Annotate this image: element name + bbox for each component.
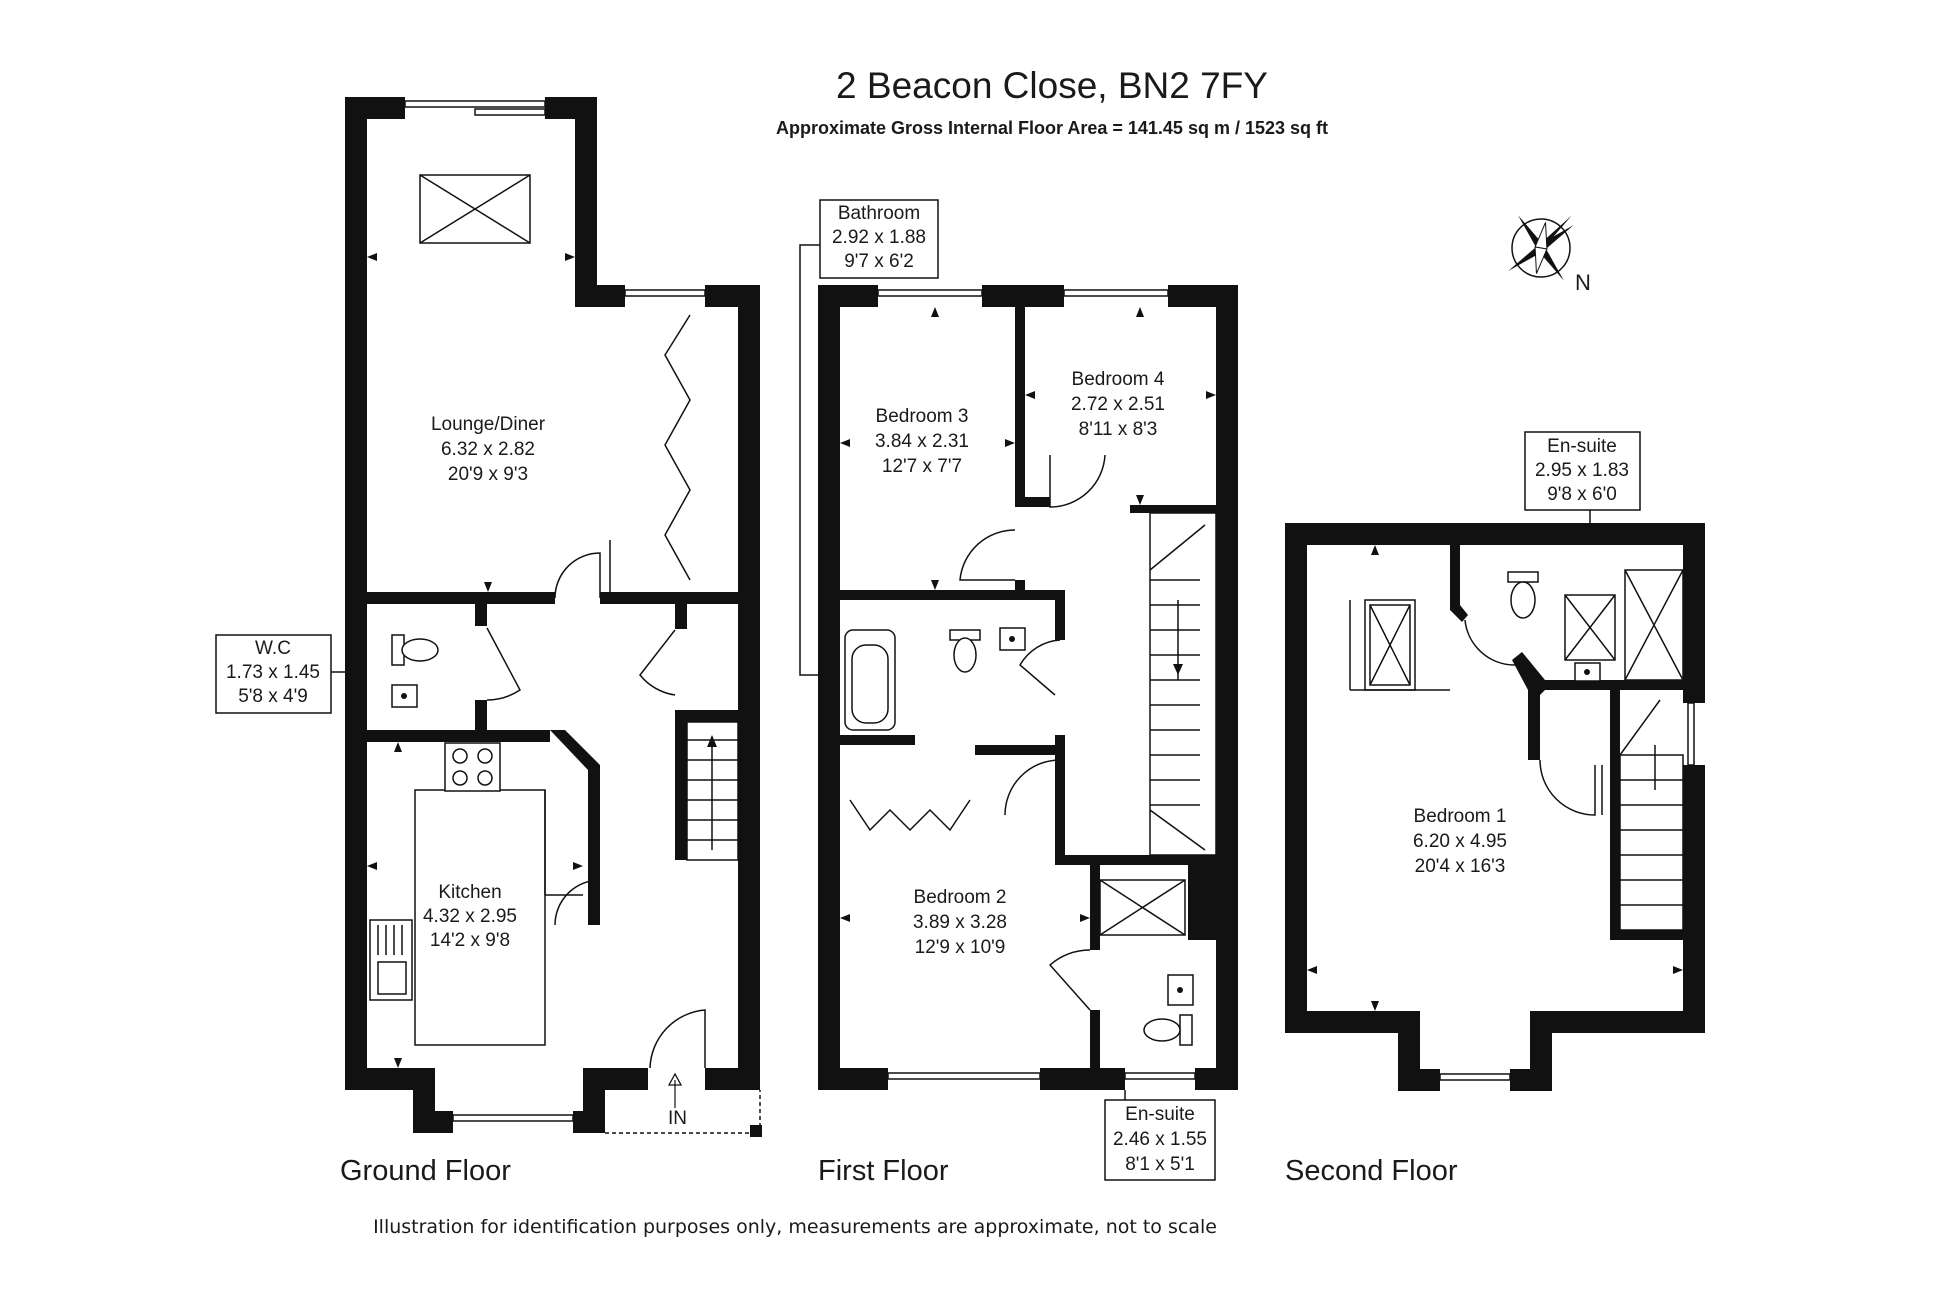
wc-toilet-icon — [391, 634, 439, 666]
second-stair-door — [1539, 759, 1596, 816]
second-skylight-ensuite-icon — [1564, 594, 1616, 661]
svg-text:6.32 x 2.82: 6.32 x 2.82 — [441, 439, 535, 460]
room-label-ensuite-second: En-suite 2.95 x 1.83 9'8 x 6'0 — [1535, 436, 1629, 505]
first-stairs — [1149, 512, 1217, 856]
svg-text:14'2 x 9'8: 14'2 x 9'8 — [430, 930, 510, 951]
shower-icon — [1099, 879, 1186, 936]
bedroom4-door — [1049, 454, 1106, 508]
second-floor-label: Second Floor — [1285, 1155, 1458, 1187]
svg-text:9'8 x 6'0: 9'8 x 6'0 — [1547, 484, 1617, 505]
hob-icon — [444, 742, 501, 792]
entrance-label: IN — [668, 1108, 687, 1129]
kitchen-door — [554, 879, 601, 926]
svg-text:3.89 x 3.28: 3.89 x 3.28 — [913, 912, 1007, 933]
svg-text:2.72 x 2.51: 2.72 x 2.51 — [1071, 394, 1165, 415]
svg-text:20'4 x 16'3: 20'4 x 16'3 — [1415, 856, 1506, 877]
svg-text:2.46 x 1.55: 2.46 x 1.55 — [1113, 1129, 1207, 1150]
svg-text:5'8 x 4'9: 5'8 x 4'9 — [238, 686, 308, 707]
bathroom-door — [1019, 639, 1061, 696]
svg-text:Bedroom 4: Bedroom 4 — [1072, 369, 1165, 390]
svg-text:Bedroom 1: Bedroom 1 — [1414, 806, 1507, 827]
svg-text:8'1 x 5'1: 8'1 x 5'1 — [1125, 1154, 1195, 1175]
bath-icon — [844, 629, 896, 731]
svg-text:20'9 x 9'3: 20'9 x 9'3 — [448, 464, 528, 485]
room-label-bedroom3: Bedroom 3 3.84 x 2.31 12'7 x 7'7 — [875, 406, 969, 477]
room-label-bedroom4: Bedroom 4 2.72 x 2.51 8'11 x 8'3 — [1071, 369, 1165, 440]
cupboard-door — [639, 629, 676, 696]
svg-text:1.73 x 1.45: 1.73 x 1.45 — [226, 662, 320, 683]
sink-icon — [369, 919, 413, 1001]
svg-text:Lounge/Diner: Lounge/Diner — [431, 414, 546, 435]
room-label-wc: W.C 1.73 x 1.45 5'8 x 4'9 — [226, 638, 320, 707]
svg-text:2.92 x 1.88: 2.92 x 1.88 — [832, 227, 926, 248]
svg-text:W.C: W.C — [255, 638, 291, 659]
svg-text:9'7 x 6'2: 9'7 x 6'2 — [844, 251, 914, 272]
svg-text:3.84 x 2.31: 3.84 x 2.31 — [875, 431, 969, 452]
ground-stairs — [686, 721, 739, 861]
second-stairs — [1619, 699, 1684, 931]
bathroom-basin-icon — [999, 627, 1026, 651]
second-floor-plan: En-suite 2.95 x 1.83 9'8 x 6'0 Bedroom 1… — [1285, 431, 1705, 1187]
svg-text:4.32 x 2.95: 4.32 x 2.95 — [423, 906, 517, 927]
svg-text:12'9 x 10'9: 12'9 x 10'9 — [915, 937, 1006, 958]
room-label-kitchen: Kitchen 4.32 x 2.95 14'2 x 9'8 — [423, 882, 517, 951]
svg-text:8'11 x 8'3: 8'11 x 8'3 — [1079, 419, 1158, 440]
measurement-arrows — [367, 253, 1683, 1068]
bedroom2-door — [1004, 759, 1061, 816]
second-shower-icon — [1624, 569, 1684, 681]
room-label-bedroom1: Bedroom 1 6.20 x 4.95 20'4 x 16'3 — [1413, 806, 1507, 877]
svg-text:Bedroom 3: Bedroom 3 — [876, 406, 969, 427]
skylight-icon — [419, 174, 531, 244]
room-label-bedroom2: Bedroom 2 3.89 x 3.28 12'9 x 10'9 — [913, 887, 1007, 958]
svg-text:Bathroom: Bathroom — [838, 203, 920, 224]
svg-text:En-suite: En-suite — [1547, 436, 1617, 457]
room-label-lounge: Lounge/Diner 6.32 x 2.82 20'9 x 9'3 — [431, 414, 546, 485]
page-title: 2 Beacon Close, BN2 7FY — [836, 65, 1268, 106]
ensuite-basin-icon — [1167, 974, 1194, 1006]
second-toilet-icon — [1507, 571, 1539, 619]
floor-area-subtitle: Approximate Gross Internal Floor Area = … — [776, 118, 1328, 138]
ensuite-toilet-icon — [1143, 1014, 1193, 1046]
compass-north-label: N — [1575, 270, 1591, 295]
wc-basin-icon — [391, 684, 418, 708]
svg-text:Bedroom 2: Bedroom 2 — [914, 887, 1007, 908]
svg-text:12'7 x 7'7: 12'7 x 7'7 — [882, 456, 962, 477]
disclaimer: Illustration for identification purposes… — [373, 1216, 1217, 1238]
bedroom3-door — [959, 529, 1016, 581]
ensuite-door — [1048, 949, 1091, 1011]
compass-icon — [1508, 215, 1574, 281]
first-floor-label: First Floor — [818, 1155, 949, 1187]
lounge-door — [554, 552, 601, 599]
second-basin-icon — [1574, 662, 1601, 682]
first-floor-plan: Bathroom 2.92 x 1.88 9'7 x 6'2 Bedroom 3… — [799, 199, 1238, 1187]
wc-door — [486, 627, 521, 701]
svg-text:2.95 x 1.83: 2.95 x 1.83 — [1535, 460, 1629, 481]
room-label-ensuite-first: En-suite 2.46 x 1.55 8'1 x 5'1 — [1113, 1104, 1207, 1175]
ground-floor-plan: IN Lounge/Diner 6.32 x 2.82 20'9 x 9'3 W… — [215, 97, 762, 1187]
room-label-bathroom: Bathroom 2.92 x 1.88 9'7 x 6'2 — [832, 203, 926, 272]
bathroom-toilet-icon — [949, 629, 981, 673]
front-door — [649, 1009, 706, 1069]
bifold-doors — [664, 314, 691, 581]
svg-text:Kitchen: Kitchen — [438, 882, 501, 903]
svg-text:6.20 x 4.95: 6.20 x 4.95 — [1413, 831, 1507, 852]
ground-floor-label: Ground Floor — [340, 1155, 511, 1187]
second-skylight-icon — [1349, 599, 1450, 691]
svg-text:En-suite: En-suite — [1125, 1104, 1195, 1125]
second-ensuite-door — [1464, 619, 1516, 666]
wardrobe-doors — [849, 799, 971, 832]
